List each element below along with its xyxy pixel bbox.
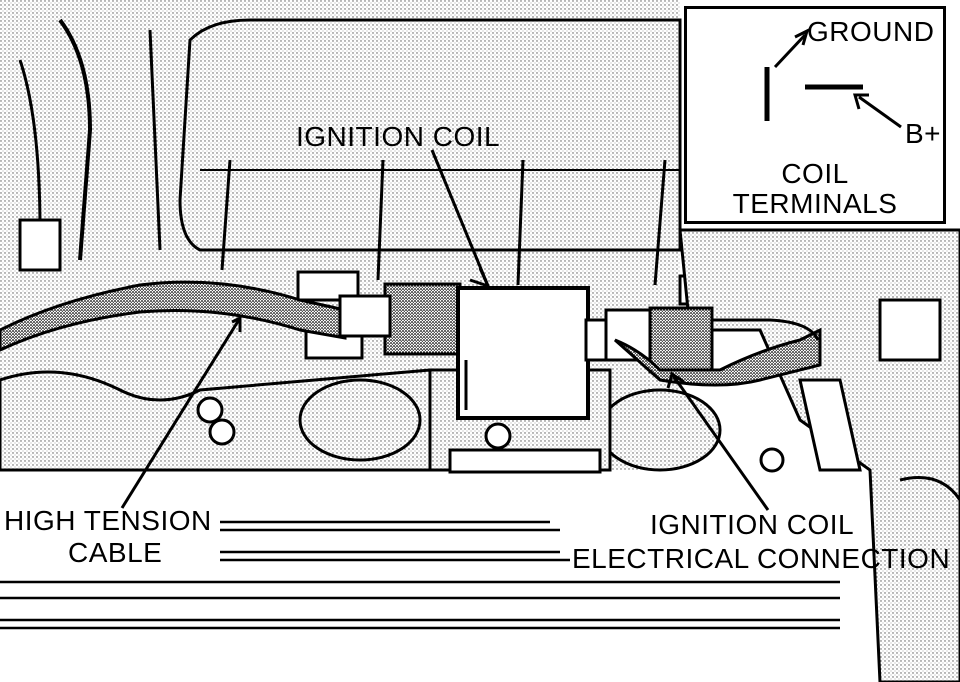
inset-title-line1: COIL <box>781 158 849 189</box>
coil-terminals-inset: GROUND B+ COIL TERMINALS <box>684 6 946 224</box>
high-tension-cable-label-line1: HIGH TENSION <box>4 505 212 536</box>
high-tension-cable <box>0 280 347 352</box>
electrical-connection-label-line2: ELECTRICAL CONNECTION <box>572 543 951 574</box>
cable-boot <box>383 282 462 356</box>
ignition-coil-body <box>456 286 608 420</box>
ground-terminal-label: GROUND <box>807 16 935 47</box>
electrical-connection-label-line1: IGNITION COIL <box>650 509 855 540</box>
coil-electrical-connector <box>604 306 822 387</box>
leader-lines <box>120 149 770 511</box>
high-tension-cable-label-line2: CABLE <box>68 537 163 568</box>
engine-block <box>0 0 785 474</box>
right-engine-area <box>678 228 960 682</box>
b-plus-terminal-label: B+ <box>905 118 942 149</box>
terminal-symbol <box>764 28 902 129</box>
ignition-coil-label: IGNITION COIL <box>296 121 501 152</box>
label-underlines <box>0 520 840 630</box>
inset-title-line2: TERMINALS <box>732 188 898 219</box>
